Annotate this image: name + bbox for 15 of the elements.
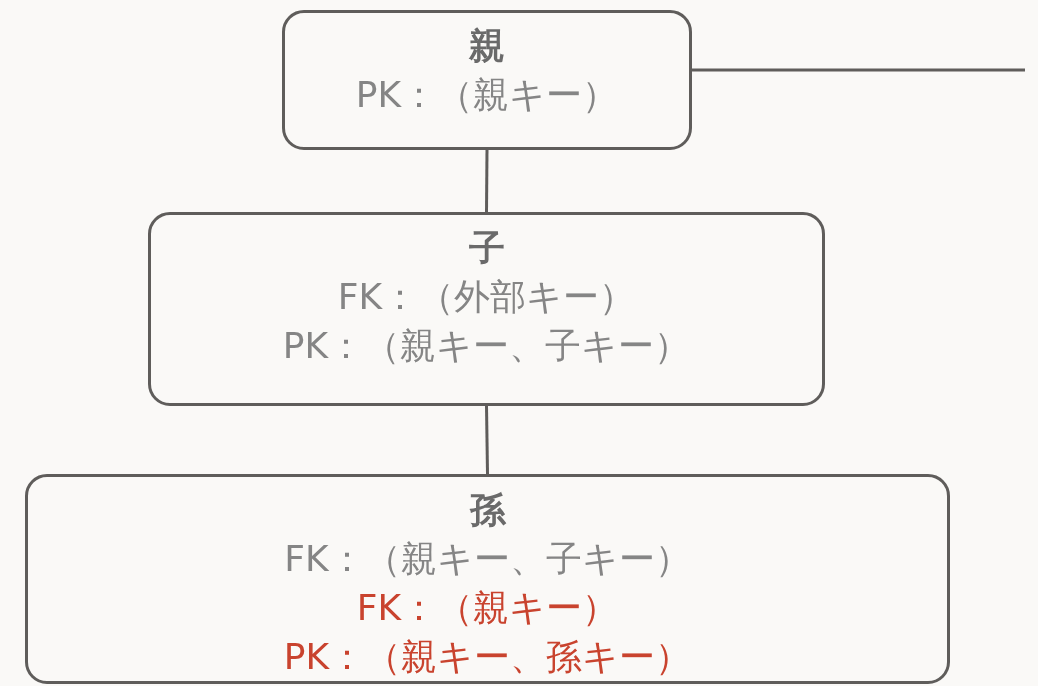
- connector-line: [485, 405, 489, 475]
- entity-name: 孫: [469, 488, 506, 532]
- key-text: PK：（親キー、孫キー）: [283, 635, 692, 679]
- key-text: FK：（親キー、子キー）: [284, 537, 691, 581]
- entity-box: [25, 474, 950, 684]
- key-text: PK：（親キー）: [355, 73, 619, 117]
- entity-name: 子: [468, 226, 505, 270]
- key-text: FK：（外部キー）: [337, 275, 636, 319]
- entity-box: [148, 212, 825, 406]
- entity-name: 親: [469, 24, 505, 68]
- connector-line: [692, 68, 1025, 72]
- key-text: FK：（親キー）: [356, 586, 619, 630]
- connector-line: [485, 150, 489, 212]
- entity-box: [282, 10, 692, 150]
- key-text: PK：（親キー、子キー）: [282, 324, 691, 368]
